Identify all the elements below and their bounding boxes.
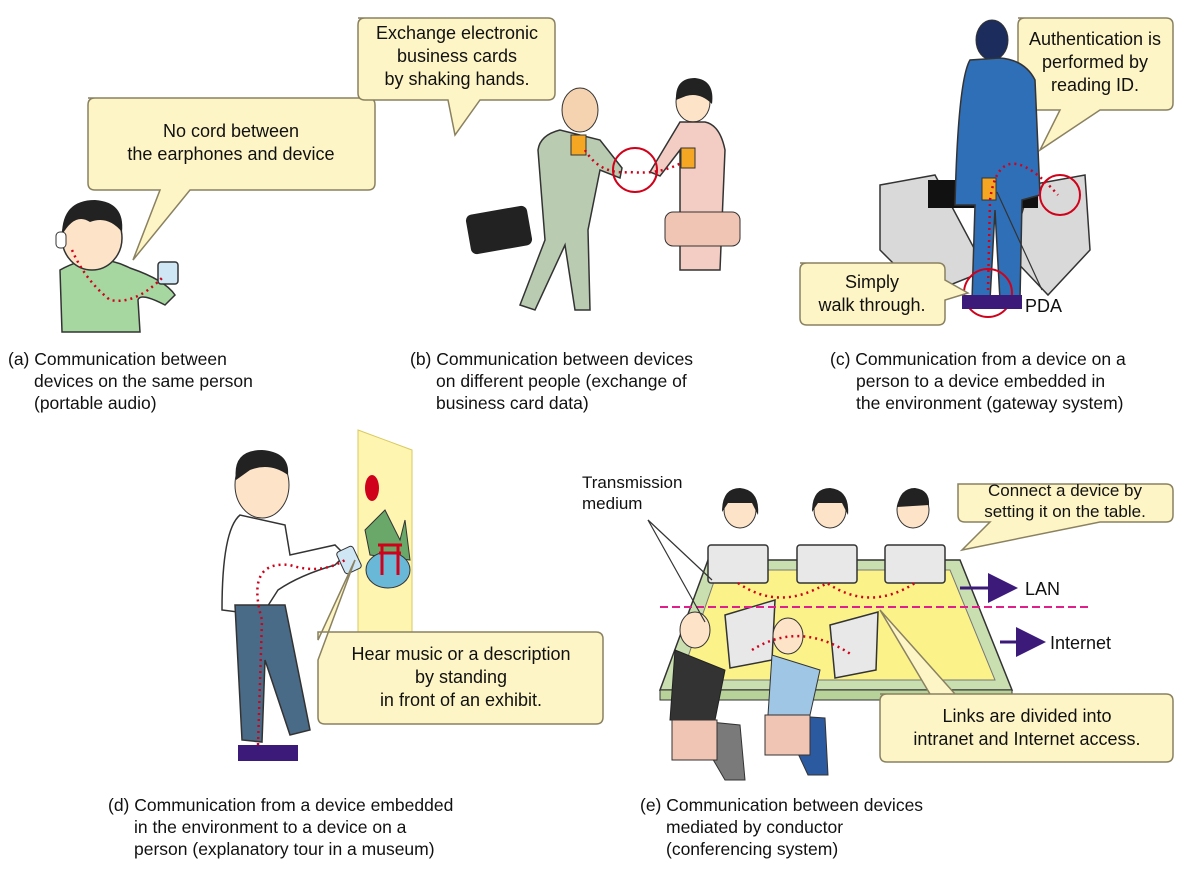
woman-bag-icon — [664, 211, 741, 247]
internet-label: Internet — [1050, 633, 1112, 653]
caption-c: (c) Communication from a device on a per… — [830, 348, 1126, 414]
callout-c-walk-bubble — [799, 262, 970, 326]
floor-mat — [962, 295, 1022, 309]
callout-a-text: No cord between the earphones and device — [127, 121, 335, 164]
signal-path-d — [256, 558, 346, 746]
attendee-4-head — [679, 611, 711, 649]
callout-d-text: Hear music or a description by standing … — [351, 644, 571, 710]
panel-b-illustration — [357, 17, 741, 311]
callout-b-bubble — [357, 17, 556, 137]
attendee-3-hair — [897, 488, 930, 507]
caption-d-line-1: (d) Communication from a device embedded — [108, 795, 454, 815]
caption-b-line-3: business card data) — [436, 393, 589, 413]
caption-d-line-3: person (explanatory tour in a museum) — [134, 839, 435, 859]
attendee-5-head — [772, 617, 804, 655]
caption-d: (d) Communication from a device embedded… — [108, 794, 453, 860]
man-suit — [519, 129, 623, 311]
visitor-shirt — [221, 514, 347, 616]
caption-a-line-1: (a) Communication between — [8, 349, 227, 369]
caption-a-line-2: devices on the same person — [34, 371, 253, 391]
signal-path-e-lan — [737, 581, 916, 599]
panel-d-illustration — [221, 429, 604, 761]
woman-suit — [648, 121, 726, 271]
attendee-2-hair — [812, 488, 849, 515]
handshake-contact-marker — [612, 147, 658, 193]
attendee-1-hair — [722, 488, 759, 515]
person-a-hair — [62, 200, 123, 235]
caption-c-line-1: (c) Communication from a device on a — [830, 349, 1126, 369]
laptop-2 — [796, 544, 858, 584]
pda-label: PDA — [1025, 296, 1063, 316]
caption-a-line-3: (portable audio) — [34, 393, 157, 413]
signal-path-c — [986, 162, 1059, 291]
visitor-legs — [234, 604, 311, 743]
lan-label: LAN — [1025, 579, 1061, 599]
transmission-leader-1 — [647, 519, 713, 581]
hand-reader-marker — [1039, 174, 1081, 216]
chair-2 — [764, 714, 811, 756]
caption-b-line-2: on different people (exchange of — [436, 371, 687, 391]
pda-leader-line — [996, 191, 1043, 291]
caption-e-line-2: mediated by conductor — [666, 817, 844, 837]
caption-e-line-3: (conferencing system) — [666, 839, 839, 859]
laptop-1 — [707, 544, 769, 584]
card-device-woman — [680, 147, 696, 169]
commuter-head — [975, 19, 1009, 61]
callout-c-auth-text: Authentication is performed by reading I… — [1028, 29, 1162, 95]
caption-b: (b) Communication between devices on dif… — [410, 348, 693, 414]
exhibit-pond — [365, 551, 411, 589]
torii-icon — [378, 543, 402, 575]
callout-b-text: Exchange electronic business cards by sh… — [375, 23, 539, 89]
man-head — [561, 87, 599, 133]
callout-a-bubble — [87, 97, 376, 261]
callout-e-connect-text: Connect a device by setting it on the ta… — [984, 481, 1146, 521]
callout-c-walk-text: Simply walk through. — [818, 272, 926, 315]
earphone-icon — [55, 231, 67, 249]
handheld-device — [336, 545, 362, 575]
laptop-3 — [884, 544, 946, 584]
caption-b-line-1: (b) Communication between devices — [410, 349, 694, 369]
caption-a: (a) Communication between devices on the… — [8, 348, 253, 414]
panel-c-illustration — [799, 17, 1174, 326]
callout-e-links-bubble — [879, 609, 1174, 763]
callout-c-auth-bubble — [1017, 17, 1174, 153]
card-device-man — [570, 134, 587, 156]
laptop-5 — [829, 611, 879, 679]
panel-e-illustration — [647, 483, 1174, 781]
callout-d-bubble — [317, 559, 604, 725]
exhibit-red-circle — [365, 475, 379, 501]
caption-e: (e) Communication between devices mediat… — [640, 794, 923, 860]
visitor-hair — [235, 450, 289, 480]
panel-a-illustration — [55, 97, 376, 333]
caption-c-line-2: person to a device embedded in — [856, 371, 1106, 391]
chair-1 — [671, 719, 718, 761]
floor-pad — [238, 745, 298, 761]
briefcase-icon — [465, 205, 533, 255]
callout-e-links-text: Links are divided into intranet and Inte… — [913, 706, 1141, 749]
transmission-leader-2 — [647, 519, 706, 623]
caption-c-line-3: the environment (gateway system) — [856, 393, 1124, 413]
woman-hair — [675, 78, 713, 104]
portable-device-icon — [157, 261, 179, 285]
transmission-medium-label: Transmission medium — [582, 473, 683, 513]
callout-e-connect-bubble — [957, 483, 1174, 552]
caption-d-line-2: in the environment to a device on a — [134, 817, 407, 837]
caption-e-line-1: (e) Communication between devices — [640, 795, 924, 815]
